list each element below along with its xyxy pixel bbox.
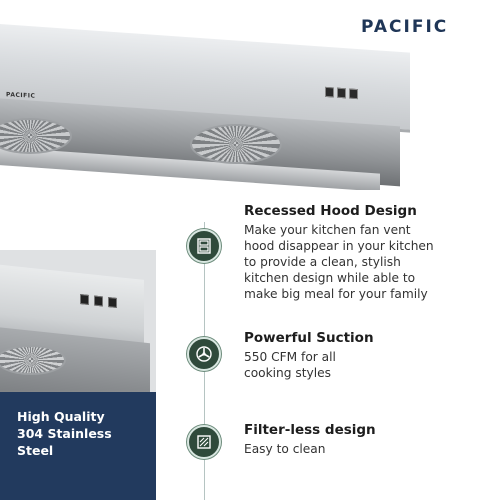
filter-icon <box>187 425 221 459</box>
fan-grille-right <box>190 124 282 164</box>
feature-desc-line: cooking styles <box>244 366 331 380</box>
quality-line: High Quality <box>17 409 105 424</box>
feature-desc-recessed: Make your kitchen fan vent hood disappea… <box>244 222 494 302</box>
quality-badge: High Quality 304 Stainless Steel <box>0 392 156 500</box>
detail-button <box>108 296 117 308</box>
hood-logo-text: PACIFIC <box>6 91 36 100</box>
brand-logo: PACIFIC <box>361 17 449 37</box>
feature-desc-line: kitchen design while able to <box>244 271 416 285</box>
detail-button <box>80 294 89 306</box>
hood-button <box>325 86 334 98</box>
feature-desc-line: hood disappear in your kitchen <box>244 239 434 253</box>
feature-desc-line: Easy to clean <box>244 442 326 456</box>
feature-desc-filterless: Easy to clean <box>244 441 494 457</box>
feature-desc-line: to provide a clean, stylish <box>244 255 401 269</box>
fan-grille-left <box>0 118 72 154</box>
feature-title-recessed: Recessed Hood Design <box>244 203 417 219</box>
hood-button <box>337 87 346 99</box>
detail-fan-grille <box>0 345 66 375</box>
hood-button <box>349 88 358 100</box>
detail-button <box>94 295 103 307</box>
quality-line: Steel <box>17 443 54 458</box>
feature-desc-line: Make your kitchen fan vent <box>244 223 411 237</box>
quality-line: 304 Stainless <box>17 426 112 441</box>
feature-desc-suction: 550 CFM for all cooking styles <box>244 349 494 381</box>
feature-desc-line: 550 CFM for all <box>244 350 336 364</box>
fan-icon <box>187 337 221 371</box>
feature-desc-line: make big meal for your family <box>244 287 428 301</box>
feature-title-filterless: Filter-less design <box>244 422 376 438</box>
feature-title-suction: Powerful Suction <box>244 330 374 346</box>
hood-product-photo: PACIFIC <box>0 0 500 190</box>
hood-icon <box>187 229 221 263</box>
